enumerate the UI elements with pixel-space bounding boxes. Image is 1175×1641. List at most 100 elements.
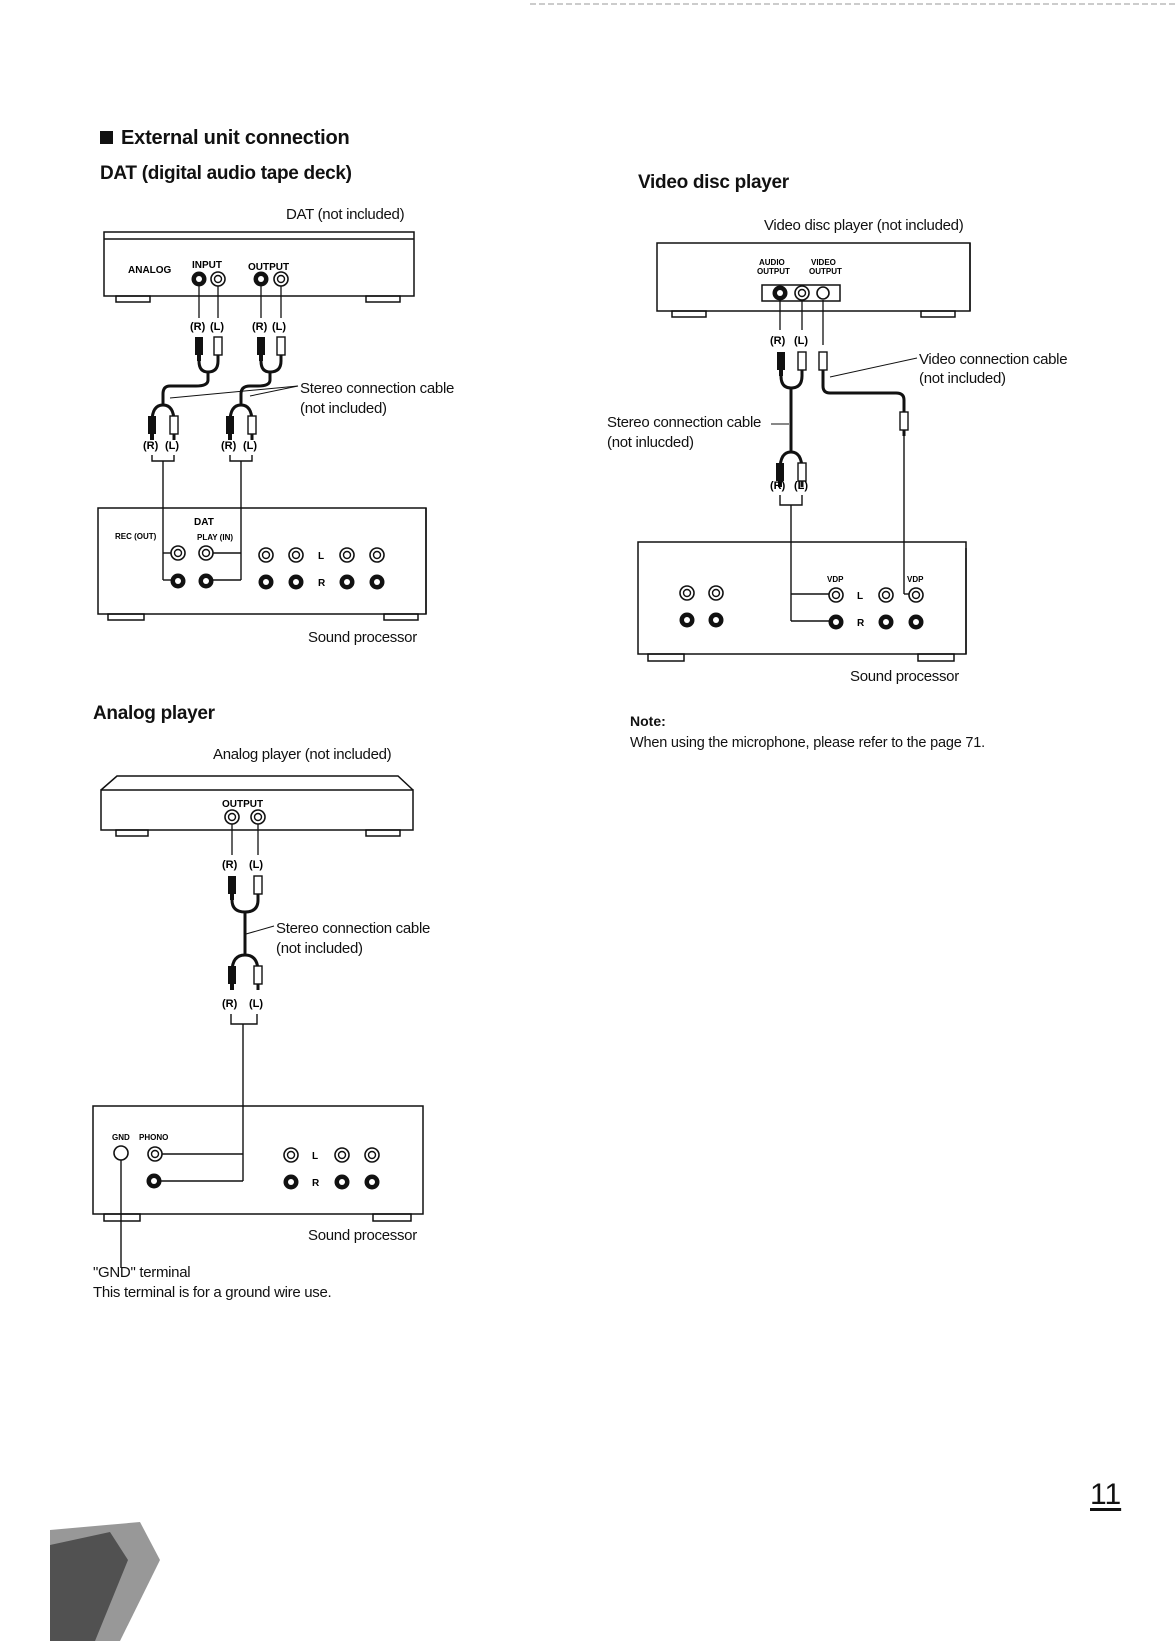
analog-panel-r: (R) bbox=[222, 859, 238, 871]
dat-output-r-jack bbox=[253, 271, 269, 287]
dat-plug-4r bbox=[226, 416, 234, 440]
video-proc-vdp-l-jack bbox=[828, 587, 844, 603]
analog-leads bbox=[231, 824, 259, 855]
analog-proc-jack-5 bbox=[334, 1174, 350, 1190]
dat-device bbox=[103, 231, 415, 303]
analog-proc-phono-l-jack bbox=[147, 1146, 163, 1162]
video-plug-video-2 bbox=[899, 411, 909, 437]
video-panel-audio-1: AUDIO bbox=[759, 258, 785, 267]
video-audio-r-jack bbox=[772, 285, 788, 301]
video-stereo-cable-label-1: Stereo connection cable bbox=[607, 414, 762, 431]
analog-proc-l: L bbox=[312, 1151, 318, 1162]
dat-proc-play-l-jack bbox=[198, 545, 214, 561]
dat-proc-rec-r-jack bbox=[170, 573, 186, 589]
analog-cable-label-1: Stereo connection cable bbox=[276, 920, 431, 937]
analog-plug-2l bbox=[253, 965, 263, 991]
analog-device bbox=[100, 775, 414, 837]
dat-proc-jack-4 bbox=[369, 547, 385, 563]
analog-cable-pointer bbox=[245, 925, 275, 935]
video-plug-video-1 bbox=[818, 351, 828, 377]
dat-panel-l2: (L) bbox=[272, 321, 286, 333]
dat-plug-2l bbox=[276, 336, 286, 362]
dat-proc-r: R bbox=[318, 578, 326, 589]
video-panel-video-1: VIDEO bbox=[811, 258, 836, 267]
video-proc-vdp-video-jack bbox=[908, 587, 924, 603]
analog-plug-1l bbox=[253, 875, 263, 901]
note-title: Note: bbox=[630, 713, 666, 729]
dat-proc-jack-6 bbox=[288, 574, 304, 590]
dat-proc-rec-l-jack bbox=[170, 545, 186, 561]
dat-panel-l1: (L) bbox=[210, 321, 224, 333]
analog-proc-phono: PHONO bbox=[139, 1133, 168, 1142]
dat-panel-analog: ANALOG bbox=[128, 265, 172, 276]
video-proc-jack-5 bbox=[878, 587, 894, 603]
analog-device-caption: Analog player (not included) bbox=[213, 746, 392, 763]
dat-plug-r1: (R) bbox=[143, 440, 159, 452]
dat-proc-jack-3 bbox=[339, 547, 355, 563]
dat-plug-3l bbox=[169, 415, 179, 441]
analog-proc-gnd: GND bbox=[112, 1133, 130, 1142]
video-heading: Video disc player bbox=[638, 172, 789, 193]
dat-proc-jack-7 bbox=[339, 574, 355, 590]
analog-output-l-jack bbox=[250, 809, 266, 825]
video-plug-l: (L) bbox=[794, 480, 808, 492]
gnd-terminal bbox=[113, 1145, 129, 1161]
analog-plug-l: (L) bbox=[249, 998, 263, 1010]
analog-proc-r: R bbox=[312, 1178, 320, 1189]
dat-output-l-jack bbox=[273, 271, 289, 287]
video-panel-video-2: OUTPUT bbox=[809, 267, 842, 276]
video-proc-vdp1: VDP bbox=[827, 575, 844, 584]
video-audio-l-jack bbox=[794, 285, 810, 301]
analog-output-r-jack bbox=[224, 809, 240, 825]
section-title: External unit connection bbox=[100, 127, 350, 150]
dat-sound-processor bbox=[97, 507, 427, 621]
analog-panel-l: (L) bbox=[249, 859, 263, 871]
dat-leads bbox=[198, 286, 282, 318]
analog-panel-output: OUTPUT bbox=[222, 799, 263, 810]
analog-proc-jack-4 bbox=[283, 1174, 299, 1190]
video-sound-processor bbox=[637, 541, 967, 662]
video-panel-audio-2: OUTPUT bbox=[757, 267, 790, 276]
black-square-icon bbox=[100, 131, 113, 144]
dat-heading: DAT (digital audio tape deck) bbox=[100, 163, 352, 184]
dat-panel-r1: (R) bbox=[190, 321, 206, 333]
dat-plug-4l bbox=[247, 415, 257, 441]
dat-proc-jack-5 bbox=[258, 574, 274, 590]
dat-proc-play-in: PLAY (IN) bbox=[197, 533, 233, 542]
dat-input-r-jack bbox=[191, 271, 207, 287]
video-panel-r: (R) bbox=[770, 335, 786, 347]
dat-proc-jack-2 bbox=[288, 547, 304, 563]
analog-proc-phono-r-jack bbox=[146, 1173, 162, 1189]
analog-cable bbox=[230, 899, 260, 973]
video-cable-pointer bbox=[829, 357, 918, 378]
dat-cable-label-1: Stereo connection cable bbox=[300, 380, 455, 397]
analog-plug-r: (R) bbox=[222, 998, 238, 1010]
note-text: When using the microphone, please refer … bbox=[630, 735, 985, 751]
video-output-jack bbox=[816, 286, 830, 300]
dat-plug-2r bbox=[257, 337, 265, 361]
dat-cable-label-2: (not included) bbox=[300, 400, 387, 417]
dat-plug-3r bbox=[148, 416, 156, 440]
dat-device-caption: DAT (not included) bbox=[286, 206, 405, 223]
dat-processor-caption: Sound processor bbox=[308, 629, 417, 646]
analog-cable-label-2: (not included) bbox=[276, 940, 363, 957]
analog-proc-jack-3 bbox=[364, 1147, 380, 1163]
dat-proc-dat: DAT bbox=[194, 517, 214, 528]
dat-proc-rec-out: REC (OUT) bbox=[115, 532, 157, 541]
analog-heading: Analog player bbox=[93, 703, 215, 724]
video-cable-label-1: Video connection cable bbox=[919, 351, 1068, 368]
dat-input-l-jack bbox=[210, 271, 226, 287]
video-plug-1r bbox=[777, 352, 785, 376]
video-proc-jack-6 bbox=[878, 614, 894, 630]
dat-cables bbox=[150, 360, 283, 423]
video-device-caption: Video disc player (not included) bbox=[764, 217, 964, 234]
video-processor-caption: Sound processor bbox=[850, 668, 959, 685]
dat-plug-l1: (L) bbox=[165, 440, 179, 452]
video-device bbox=[656, 242, 971, 318]
analog-processor-caption: Sound processor bbox=[308, 1227, 417, 1244]
dat-plug-1l bbox=[213, 336, 223, 362]
video-plug-r: (R) bbox=[770, 480, 786, 492]
dat-panel-input: INPUT bbox=[192, 260, 222, 271]
dat-panel-r2: (R) bbox=[252, 321, 268, 333]
